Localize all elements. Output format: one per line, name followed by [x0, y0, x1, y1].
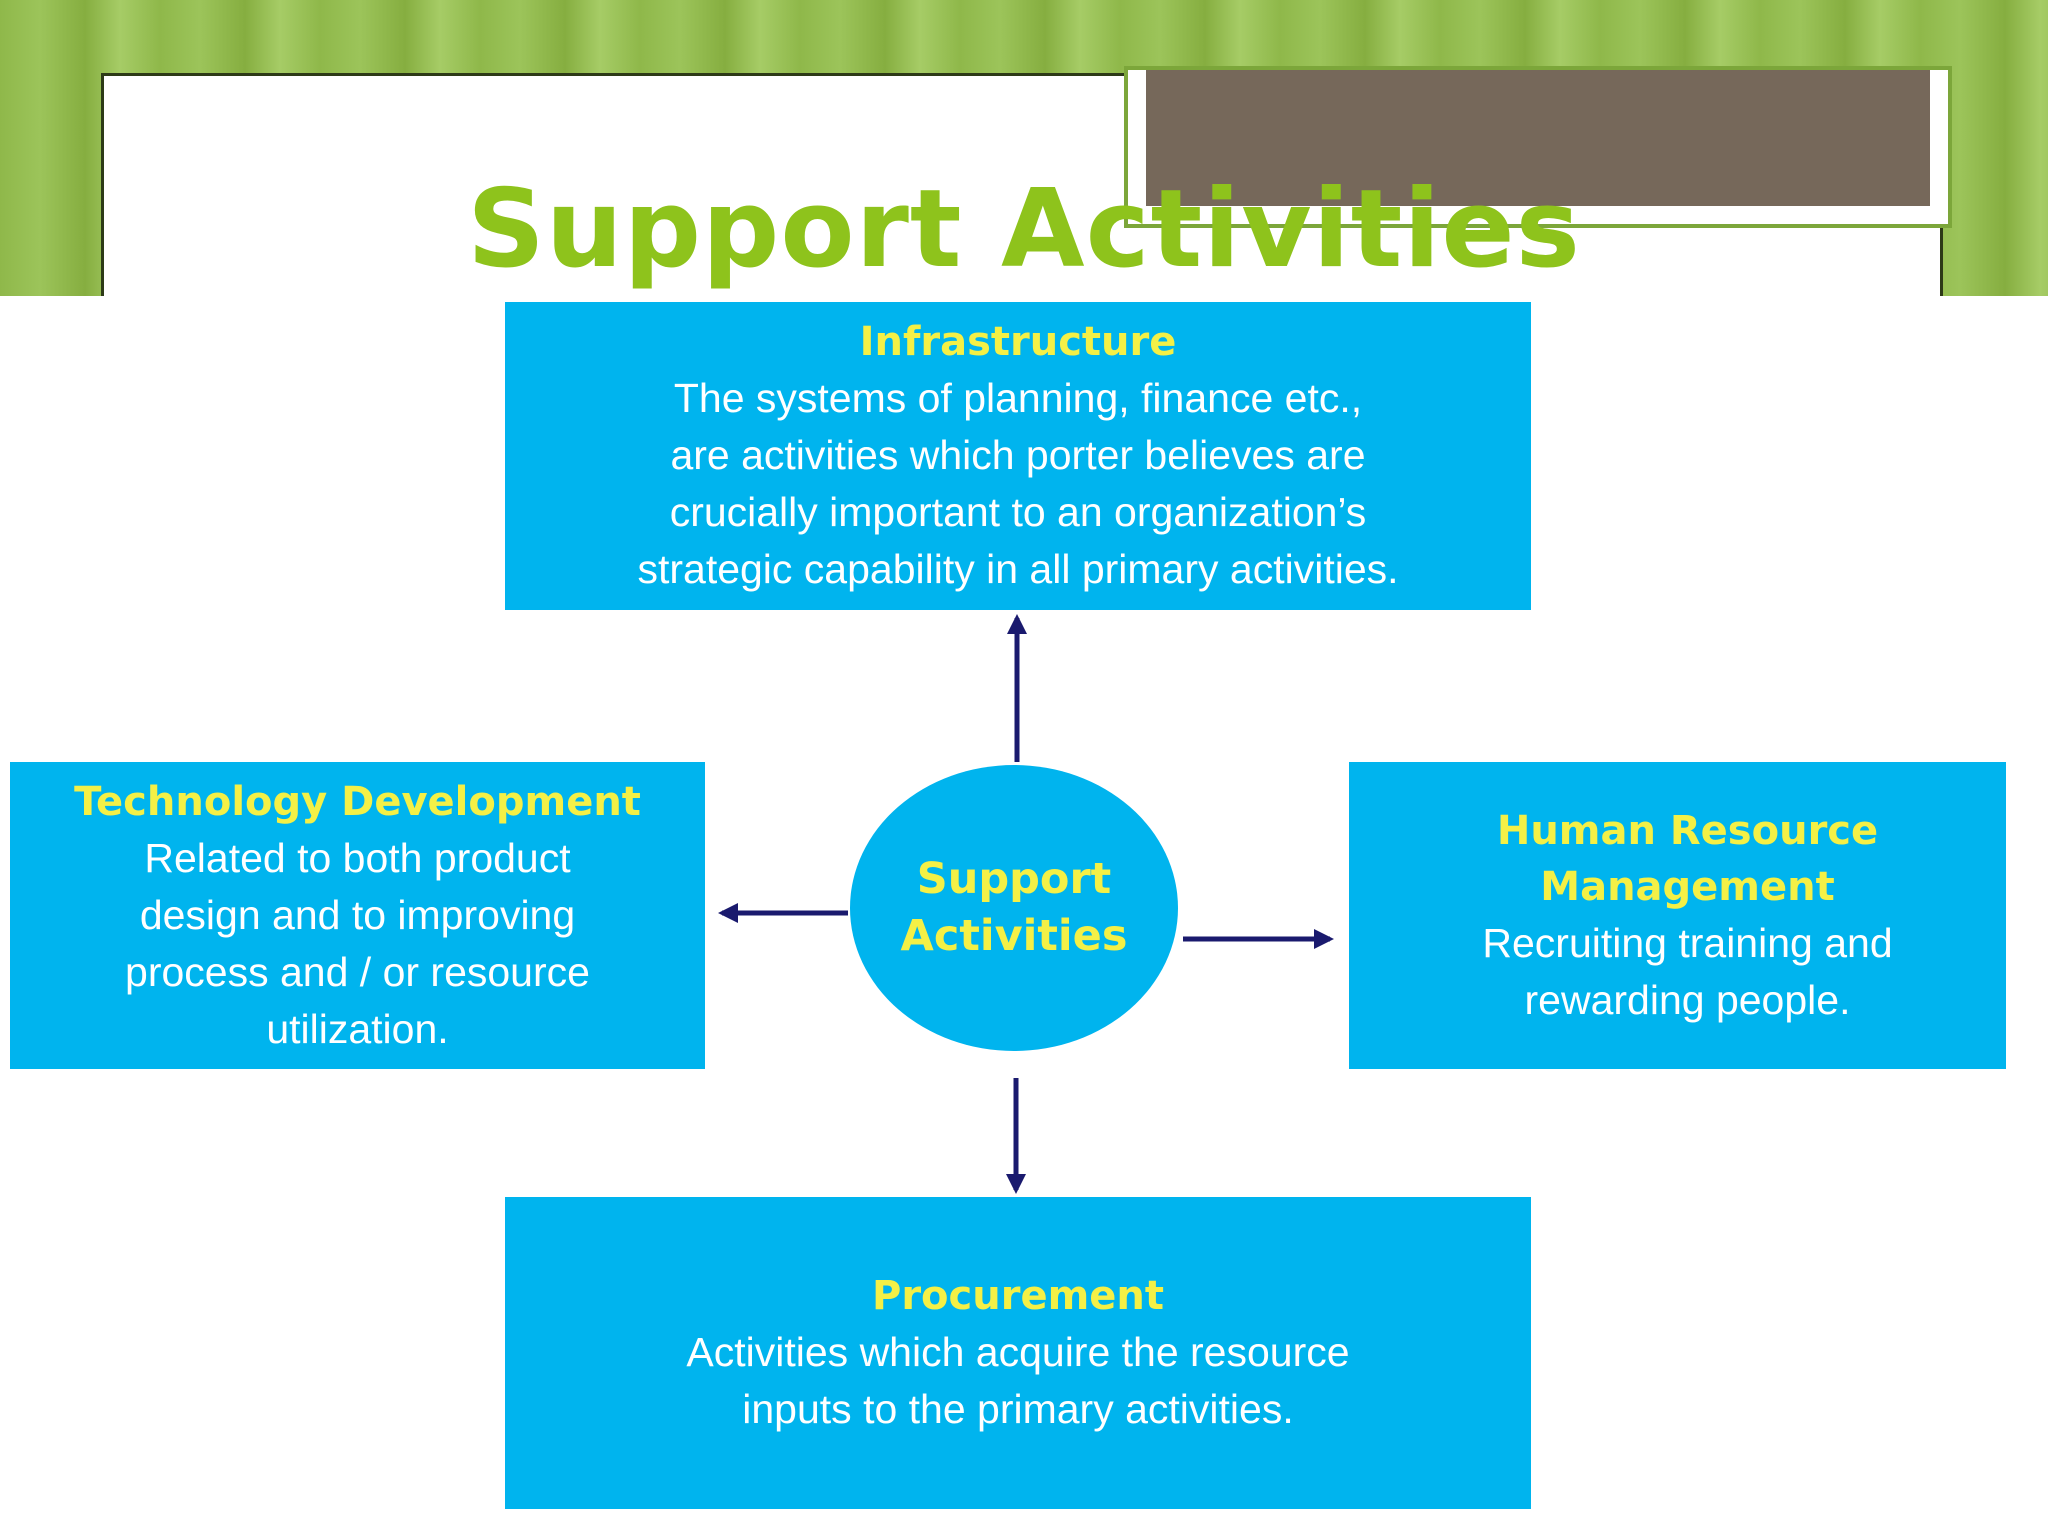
slide-title: Support Activities: [467, 167, 1581, 292]
human-resource-description: Recruiting training and rewarding people…: [1482, 919, 1893, 1023]
procurement-description: Activities which acquire the resource in…: [686, 1329, 1350, 1432]
slide-panel: [101, 66, 1952, 333]
support-activities-label: Support Activities: [900, 854, 1128, 961]
header-frame: [1124, 66, 1952, 228]
technology-development-description: Related to both product design and to im…: [125, 834, 590, 1052]
header-block: [1146, 70, 1930, 206]
procurement-box: Procurement Activities which acquire the…: [505, 1197, 1531, 1509]
human-resource-box: Human Resource Management Recruiting tra…: [1349, 762, 2006, 1069]
human-resource-title: Human Resource Management: [1496, 807, 1879, 910]
technology-development-box: Technology Development Related to both p…: [10, 762, 705, 1069]
support-activities-node: Support Activities: [850, 765, 1178, 1051]
procurement-title: Procurement: [872, 1273, 1164, 1319]
infrastructure-description: The systems of planning, finance etc., a…: [637, 375, 1399, 592]
infrastructure-box: Infrastructure The systems of planning, …: [505, 302, 1531, 610]
technology-development-title: Technology Development: [74, 778, 641, 825]
infrastructure-title: Infrastructure: [859, 319, 1177, 365]
